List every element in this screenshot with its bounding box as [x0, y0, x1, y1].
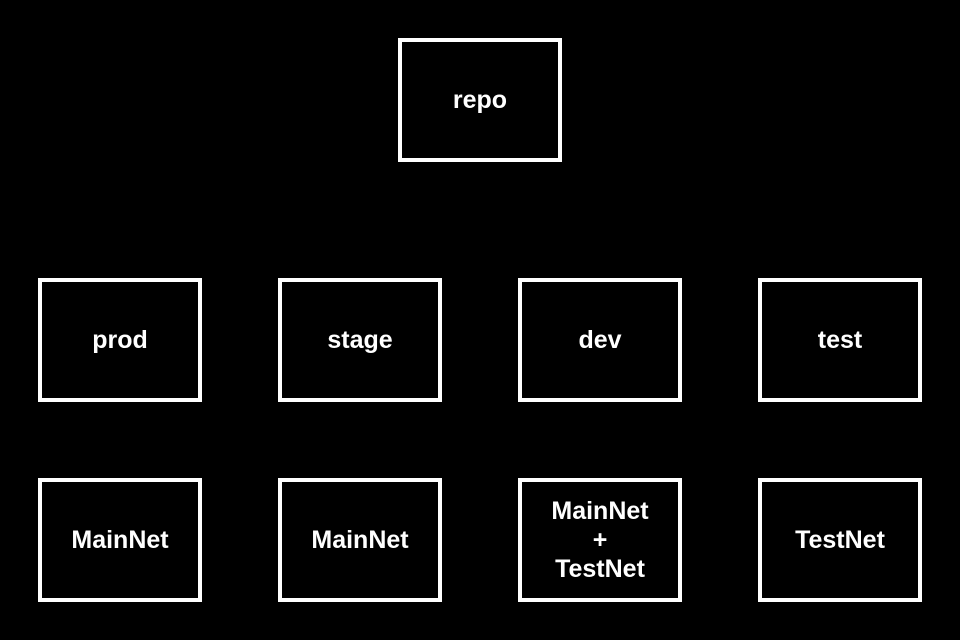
node-network-under-stage-label: MainNet — [311, 525, 409, 554]
node-network-under-prod-label: MainNet — [71, 525, 169, 554]
node-prod: prod — [38, 278, 202, 402]
node-prod-label: prod — [92, 325, 148, 354]
node-stage-label: stage — [327, 325, 393, 354]
node-repo: repo — [398, 38, 562, 162]
node-stage: stage — [278, 278, 442, 402]
node-test-label: test — [817, 325, 863, 354]
node-network-under-test-label: TestNet — [795, 525, 885, 554]
node-network-under-dev: MainNet + TestNet — [518, 478, 682, 602]
node-network-under-prod: MainNet — [38, 478, 202, 602]
node-test: test — [758, 278, 922, 402]
node-network-under-test: TestNet — [758, 478, 922, 602]
node-network-under-dev-label: MainNet + TestNet — [551, 496, 649, 583]
node-repo-label: repo — [452, 85, 508, 114]
node-dev-label: dev — [578, 325, 622, 354]
node-network-under-stage: MainNet — [278, 478, 442, 602]
node-dev: dev — [518, 278, 682, 402]
